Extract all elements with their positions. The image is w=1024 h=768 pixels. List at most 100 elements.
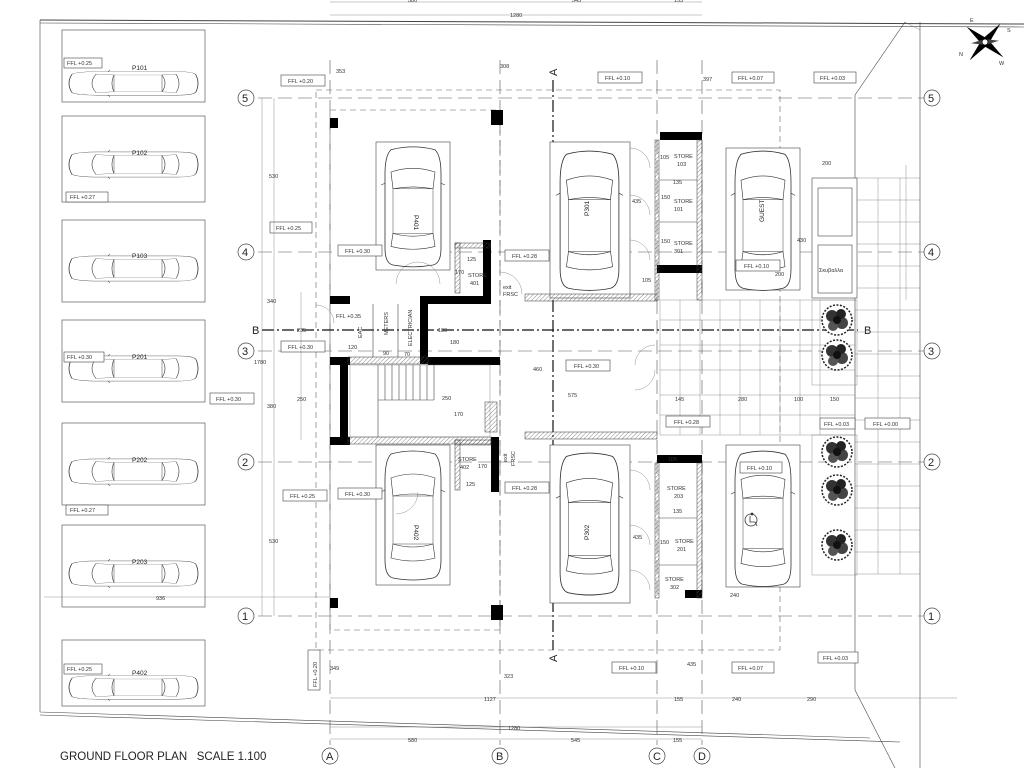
parking-p301: P301 <box>584 200 591 216</box>
level-bottom-right1: FFL +0.07 <box>738 666 763 672</box>
dim-top-1: 580 <box>408 0 417 4</box>
row-2-label-right: 2 <box>928 457 934 469</box>
staircase <box>349 364 491 438</box>
level-left-4: FFL +0.25 <box>276 226 301 232</box>
store-402-label: STORE <box>458 457 477 463</box>
upper-floor-outline <box>329 109 501 631</box>
dim-bottom-store: 240 <box>730 593 739 599</box>
level-right-3a: FFL +0.03 <box>824 422 849 428</box>
dim-core-4: 90 <box>383 351 389 357</box>
dim-core-2: 170 <box>455 270 464 276</box>
row-3-label: 3 <box>242 346 248 358</box>
level-p402-outer: FFL +0.25 <box>67 667 92 673</box>
level-p101: FFL +0.25 <box>67 61 92 67</box>
level-p202: FFL +0.27 <box>70 508 95 514</box>
dim-court-3: 100 <box>794 397 803 403</box>
drawing-title: GROUND FLOOR PLAN SCALE 1.100 <box>60 751 266 763</box>
parking-guest: GUEST <box>759 200 766 222</box>
row-5-label: 5 <box>242 93 248 105</box>
level-eac: FFL +0.35 <box>336 314 361 320</box>
dim-left-3: 380 <box>267 404 276 410</box>
section-b-left: B <box>252 325 259 337</box>
dimension-lines <box>261 1 957 740</box>
dim-core-10: 125 <box>466 482 475 488</box>
dim-run-4: 290 <box>807 697 816 703</box>
exit-frsc-top: FRSC <box>503 292 518 298</box>
parking-p101: P101 <box>132 65 148 72</box>
dim-run-1: 1127 <box>484 697 496 703</box>
room-labels: STORE 103 STORE 101 STORE 301 STORE 401 … <box>358 154 694 591</box>
parking-p401: P401 <box>412 215 419 231</box>
grid-row-labels: 5 4 3 2 1 5 4 3 2 1 <box>237 89 941 625</box>
store-203-number: 203 <box>674 494 683 500</box>
store-301-label: STORE <box>674 241 693 247</box>
compass-n: N <box>959 52 963 58</box>
parking-p402: P402 <box>412 525 419 541</box>
dim-hall-2: 575 <box>568 393 577 399</box>
exit-label-bottom: exit <box>503 453 509 462</box>
level-bottom-mid: FFL +0.10 <box>619 666 644 672</box>
level-guest: FFL +0.10 <box>744 264 769 270</box>
store-101-number: 101 <box>674 207 683 213</box>
dim-core-9: 170 <box>454 412 463 418</box>
dim-bottom-v2: 323 <box>504 674 513 680</box>
dim-store-5: 435 <box>632 199 641 205</box>
row-4-label: 4 <box>242 247 248 259</box>
level-right-2: FFL +0.28 <box>512 486 537 492</box>
exit-frsc-bottom: FRSC <box>511 451 517 466</box>
dim-left-total: 1780 <box>254 360 266 366</box>
dim-site: 936 <box>156 596 165 602</box>
store-201-number: 201 <box>677 547 686 553</box>
eac-label: EAC <box>358 327 364 338</box>
store-302-label: STORE <box>665 577 684 583</box>
parking-p102: P102 <box>132 150 148 157</box>
dim-left-inner-2: 250 <box>297 397 306 403</box>
level-p102: FFL +0.27 <box>70 195 95 201</box>
accessible-icon <box>744 512 758 527</box>
dim-bottom-2: 545 <box>571 738 580 744</box>
col-c-label: C <box>653 751 661 763</box>
dim-left-1: 530 <box>269 174 278 180</box>
parking-p103: P103 <box>132 253 148 260</box>
dim-top-total: 1280 <box>510 13 522 19</box>
level-court: FFL +0.28 <box>674 420 699 426</box>
dim-court-4: 150 <box>830 397 839 403</box>
row-1-label: 1 <box>242 611 248 623</box>
walls <box>330 110 703 620</box>
dim-store-9: 150 <box>660 540 669 546</box>
store-401-label: STORE <box>468 273 487 279</box>
dim-left-4: 530 <box>269 539 278 545</box>
store-401-number: 401 <box>470 281 479 287</box>
section-a-top: A <box>548 68 560 76</box>
dim-left-inner-1: 235 <box>297 328 306 334</box>
store-302-number: 302 <box>670 585 679 591</box>
level-top-right1: FFL +0.07 <box>738 76 763 82</box>
dim-run-3: 240 <box>732 697 741 703</box>
compass-e: E <box>970 18 974 24</box>
north-arrow-icon: E W N S <box>959 18 1011 67</box>
level-top-right2: FFL +0.03 <box>820 76 845 82</box>
dim-store-2: 135 <box>673 180 682 186</box>
level-top-left: FFL +0.20 <box>288 79 313 85</box>
dim-core-11: 170 <box>478 464 487 470</box>
level-bottom-left: FFL +0.20 <box>313 662 319 687</box>
dim-bottom-3: 155 <box>673 738 682 744</box>
dim-core-5: 70 <box>404 352 410 358</box>
dim-store-6: 105 <box>642 278 651 284</box>
dim-core-6: 180 <box>438 328 447 334</box>
col-b-label: B <box>496 751 503 763</box>
dim-top-v2: 308 <box>500 64 509 70</box>
dim-top-v1: 353 <box>336 69 345 75</box>
dim-core-8: 250 <box>442 396 451 402</box>
dim-run-2: 155 <box>674 697 683 703</box>
level-far-left-3: FFL +0.30 <box>216 397 241 403</box>
store-103-label: STORE <box>674 154 693 160</box>
dim-store-7: 105 <box>668 457 677 463</box>
meters-label: METERS <box>384 312 390 335</box>
store-103-number: 103 <box>677 162 686 168</box>
floor-level-tags: FFL +0.20 FFL +0.10 FFL +0.07 FFL +0.03 … <box>209 71 911 691</box>
courtyard-paving: Σκυβαλλα <box>659 177 920 576</box>
dim-right-2: 430 <box>797 238 806 244</box>
dim-bottom-v3: 435 <box>687 662 696 668</box>
